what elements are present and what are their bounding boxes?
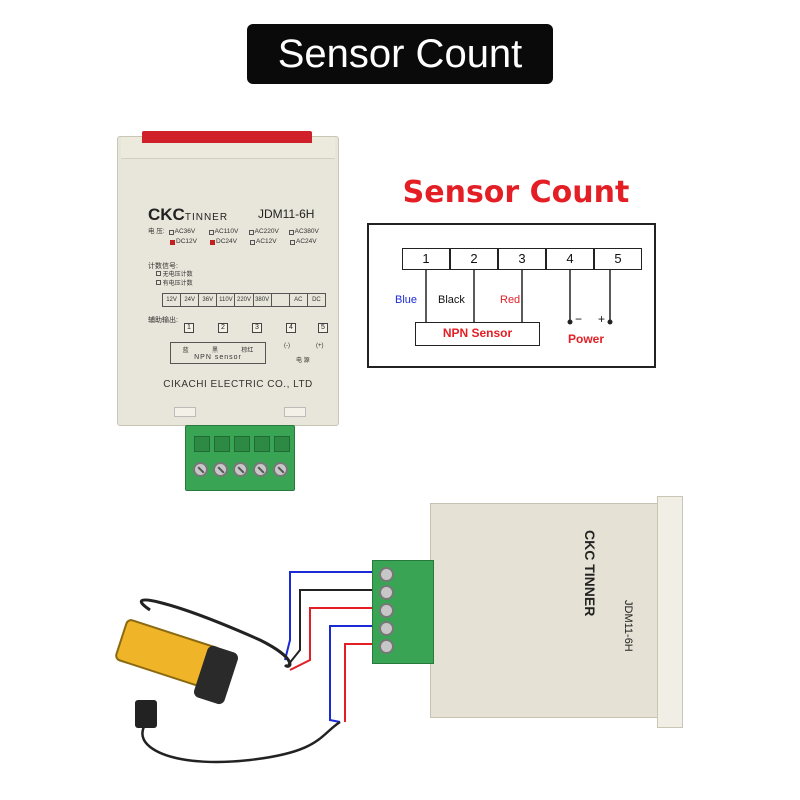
device-brand-rotated: CKC TINNER [582,530,598,617]
terminal-block-side [372,560,434,664]
wire-label-blue: Blue [395,294,418,306]
pin-box: 5 [594,248,642,270]
counter-device-side [430,496,683,728]
power-plug-icon [135,700,157,728]
screw-icon [193,462,208,477]
plus-label: (+) [316,343,324,349]
terminal-label: 1 [184,323,194,333]
minus-label: (-) [284,343,290,349]
npn-sensor-box: 蓝 黑 棕红 NPN sensor [170,342,266,364]
screw-icon [213,462,228,477]
minus-symbol: − [575,312,583,326]
screw-icon [379,603,394,618]
brand-logo: CKC [148,205,185,224]
screw-icon [379,621,394,636]
pin-box: 2 [450,248,498,270]
voltage-option: AC24V [290,237,326,247]
device-model: JDM11-6H [258,207,315,221]
pin-box: 3 [498,248,546,270]
terminal-label: 5 [318,323,328,333]
terminal-block [185,425,295,491]
screw-icon [379,639,394,654]
voltage-option: DC12V [170,237,206,247]
terminal-label: 2 [218,323,228,333]
voltage-option: AC380V [288,227,325,237]
mount-clip [284,407,306,417]
terminal-slot [214,436,230,452]
npn-sensor-label: NPN Sensor [415,322,540,346]
terminal-slot [194,436,210,452]
signal-options: 无电压计数 有电压计数 [156,271,193,289]
screw-icon [379,585,394,600]
pin-box: 1 [402,248,450,270]
voltage-option: AC12V [250,237,286,247]
diagram-frame [367,223,656,368]
screw-icon [253,462,268,477]
voltage-option: AC36V [168,227,205,237]
brand-suffix: TINNER [184,212,229,223]
terminal-slot [274,436,290,452]
counter-device-front: CKCTINNER JDM11-6H 电 压: AC36V AC110V AC2… [117,131,339,426]
voltage-option: AC110V [208,227,245,237]
power-label: Power [568,332,605,346]
terminal-slot [234,436,250,452]
voltage-options: 电 压: AC36V AC110V AC220V AC380V DC12V DC… [148,227,338,247]
company-name: CIKACHI ELECTRIC CO., LTD [163,379,313,390]
voltage-option: AC220V [248,227,285,237]
terminal-label: 4 [286,323,296,333]
voltage-option: DC24V [210,237,246,247]
aux-output-label: 辅助输出: [148,317,178,324]
wire-label-black: Black [438,294,465,306]
voltage-table: 12V 24V 36V 110V 220V 380V AC DC [162,293,326,307]
screw-icon [273,462,288,477]
screw-icon [379,567,394,582]
page-title: Sensor Count [247,24,553,84]
diagram-title: Sensor Count [402,175,630,210]
pin-box: 4 [546,248,594,270]
terminal-slot [254,436,270,452]
mount-clip [174,407,196,417]
wire-label-red: Red [500,294,521,306]
power-cn-label: 电 源 [296,358,310,364]
screw-icon [233,462,248,477]
power-label: 电 压: [148,228,165,235]
device-brand: CKCTINNER [148,205,228,225]
signal-label: 计数信号: [148,263,178,270]
terminal-label: 3 [252,323,262,333]
device-model-rotated: JDM11-6H [622,600,634,652]
device-bezel-side [657,496,683,728]
plus-symbol: + [598,312,606,326]
display-window [142,131,312,143]
